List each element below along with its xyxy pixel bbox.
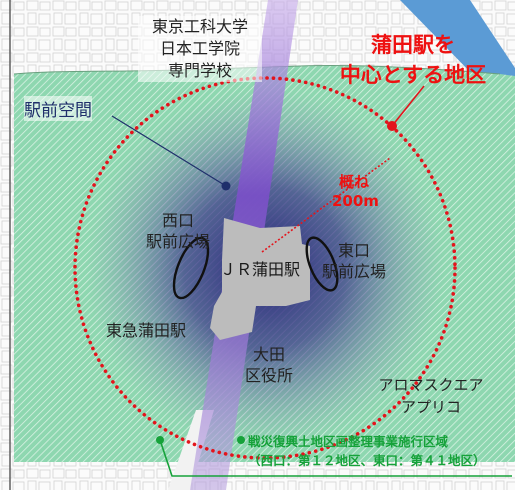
radius-label: 概ね 200m (332, 173, 379, 210)
station-concourse (210, 218, 310, 340)
station-front-space-marker (221, 181, 231, 191)
redevelopment-area-label: 戦災復興土地区画整理事業施行区域 （西口：第１２地区、東口：第４１地区） (248, 434, 486, 468)
east-plaza-label: 東口 駅前広場 (321, 241, 386, 281)
aroma-square-label: アロマスクエア アプリコ (378, 376, 484, 416)
west-plaza-label: 西口 駅前広場 (145, 211, 210, 251)
west-plaza-ellipse (172, 236, 210, 300)
district-circle (73, 76, 457, 460)
ward-office-label: 大田 区役所 (244, 345, 293, 385)
district-title: 蒲田駅を 中心とする地区 (339, 33, 487, 87)
redevelopment-marker (156, 436, 164, 444)
zone-outline (13, 64, 501, 75)
district-circle-marker (387, 121, 397, 131)
tokyu-station-label: 東急蒲田駅 (106, 321, 187, 340)
university-label: 東京工科大学 日本工学院 専門学校 (138, 16, 262, 82)
redevelopment-label-marker (237, 436, 245, 444)
redevelopment-leader (159, 439, 512, 477)
district-leader (391, 85, 425, 127)
jr-station-label: ＪＲ蒲田駅 (220, 260, 301, 279)
station-front-space-label: 駅前空間 (24, 96, 92, 121)
radius-line (261, 157, 391, 253)
station-front-leader (111, 115, 227, 187)
east-plaza-ellipse (305, 236, 339, 292)
